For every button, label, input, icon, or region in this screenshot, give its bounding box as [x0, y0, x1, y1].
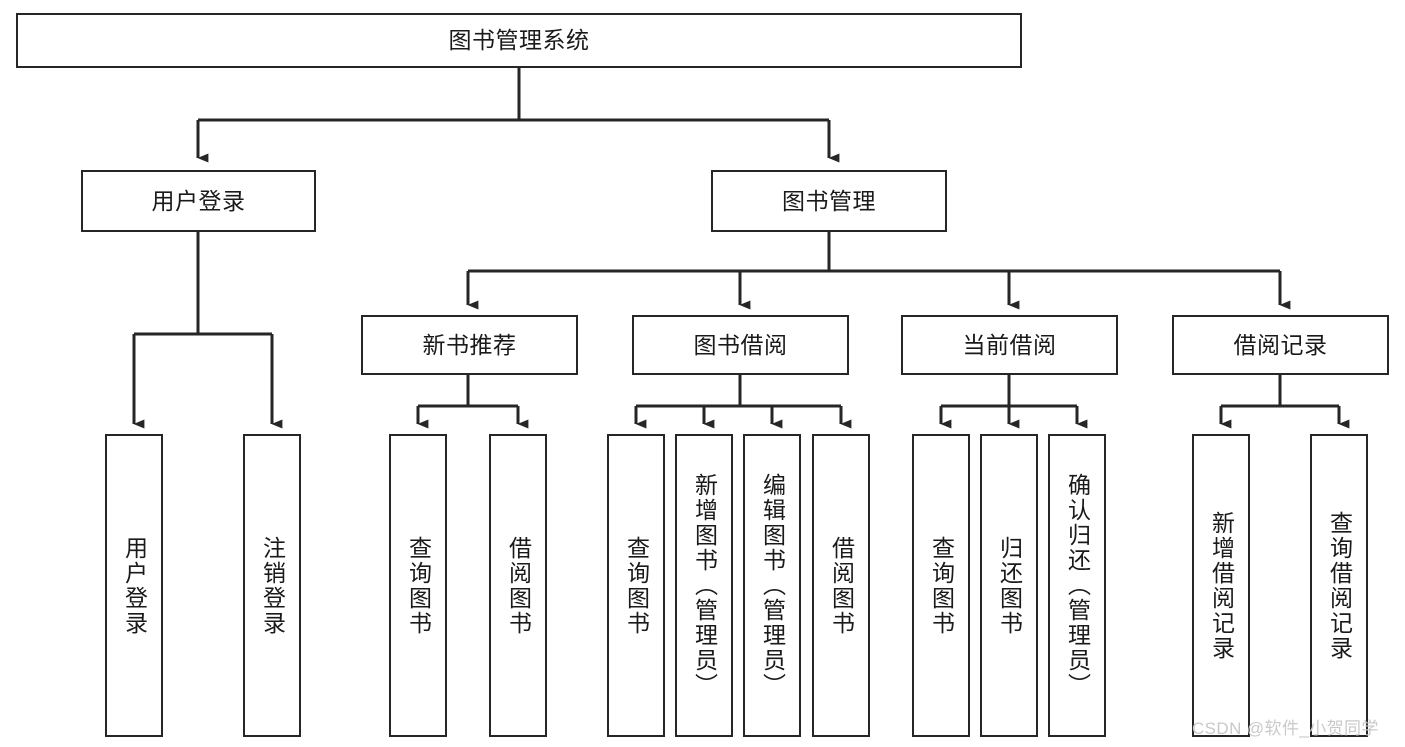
- node-leaf-borrow-book-2-label: 借阅图书: [828, 535, 855, 636]
- node-leaf-edit-book-label: 编辑图书（管理员）: [759, 473, 786, 698]
- node-leaf-add-book[interactable]: 新增图书（管理员）: [675, 434, 733, 737]
- node-new-book-rec[interactable]: 新书推荐: [361, 315, 578, 375]
- node-new-book-rec-label: 新书推荐: [422, 331, 517, 358]
- node-root-label: 图书管理系统: [448, 27, 590, 54]
- node-borrow-record[interactable]: 借阅记录: [1172, 315, 1389, 375]
- node-current-borrow-label: 当前借阅: [962, 331, 1057, 358]
- node-leaf-return-book-label: 归还图书: [996, 535, 1023, 636]
- node-leaf-logout-login[interactable]: 注销登录: [243, 434, 301, 737]
- node-user-login[interactable]: 用户登录: [81, 170, 316, 232]
- node-leaf-add-record-label: 新增借阅记录: [1208, 510, 1235, 661]
- node-leaf-confirm-return-label: 确认归还（管理员）: [1064, 473, 1091, 698]
- node-leaf-query-book-1[interactable]: 查询图书: [389, 434, 447, 737]
- node-borrow-record-label: 借阅记录: [1233, 331, 1328, 358]
- node-user-login-label: 用户登录: [151, 187, 246, 214]
- node-root[interactable]: 图书管理系统: [16, 13, 1022, 68]
- node-leaf-query-record-label: 查询借阅记录: [1326, 510, 1353, 661]
- node-leaf-query-book-3[interactable]: 查询图书: [912, 434, 970, 737]
- node-leaf-query-book-3-label: 查询图书: [928, 535, 955, 636]
- node-current-borrow[interactable]: 当前借阅: [901, 315, 1118, 375]
- node-book-borrow[interactable]: 图书借阅: [632, 315, 849, 375]
- node-leaf-edit-book[interactable]: 编辑图书（管理员）: [743, 434, 801, 737]
- node-leaf-user-login[interactable]: 用户登录: [105, 434, 163, 737]
- node-leaf-query-record[interactable]: 查询借阅记录: [1310, 434, 1368, 737]
- node-leaf-logout-login-label: 注销登录: [259, 535, 286, 636]
- node-leaf-user-login-label: 用户登录: [121, 535, 148, 636]
- node-book-manage[interactable]: 图书管理: [711, 170, 947, 232]
- node-leaf-query-book-2[interactable]: 查询图书: [607, 434, 665, 737]
- node-book-borrow-label: 图书借阅: [693, 331, 788, 358]
- node-leaf-add-record[interactable]: 新增借阅记录: [1192, 434, 1250, 737]
- node-leaf-query-book-1-label: 查询图书: [405, 535, 432, 636]
- node-leaf-confirm-return[interactable]: 确认归还（管理员）: [1048, 434, 1106, 737]
- node-leaf-borrow-book-2[interactable]: 借阅图书: [812, 434, 870, 737]
- node-leaf-borrow-book-1-label: 借阅图书: [505, 535, 532, 636]
- node-book-manage-label: 图书管理: [782, 187, 876, 214]
- node-leaf-add-book-label: 新增图书（管理员）: [691, 473, 718, 698]
- node-leaf-query-book-2-label: 查询图书: [623, 535, 650, 636]
- node-leaf-return-book[interactable]: 归还图书: [980, 434, 1038, 737]
- node-leaf-borrow-book-1[interactable]: 借阅图书: [489, 434, 547, 737]
